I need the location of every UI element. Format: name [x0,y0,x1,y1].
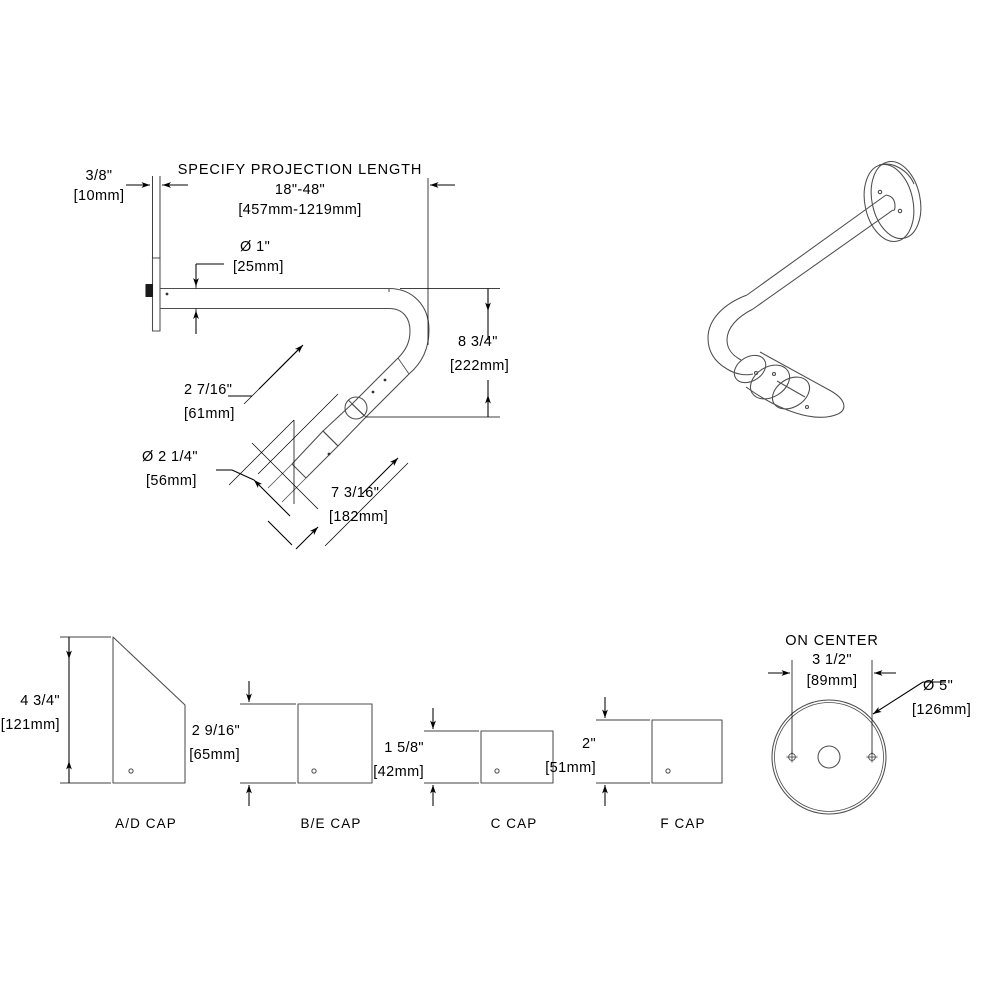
be-cap-imperial: 2 9/16" [192,723,240,739]
cap-detail-c [424,708,554,806]
c-cap-metric: [42mm] [373,764,424,780]
backplate-diameter-imperial: Ø 5" [923,678,953,694]
plate-thickness-imperial: 3/8" [86,168,113,184]
cap-detail-ad [60,636,186,784]
projection-note-line1: SPECIFY PROJECTION LENGTH [178,162,423,178]
isometric-view [707,161,922,418]
head-diameter-imperial: Ø 2 1/4" [142,449,198,465]
head-length-imperial: 7 3/16" [331,485,379,501]
ad-cap-metric: [121mm] [1,717,60,733]
cap-detail-f [596,697,723,806]
c-cap-label: C CAP [491,816,538,831]
tube-diameter-imperial: Ø 1" [240,239,270,255]
on-center-imperial: 3 1/2" [812,652,852,668]
horizontal-tube [160,287,390,310]
be-cap-label: B/E CAP [301,816,362,831]
head-extension-lines [267,463,307,503]
backplate-detail [768,660,946,815]
plate-thickness-metric: [10mm] [74,188,125,204]
backplate-diameter-metric: [126mm] [912,702,971,718]
on-center-metric: [89mm] [807,673,858,689]
head-length-metric: [182mm] [329,509,388,525]
cap-detail-be [240,681,373,806]
projection-note-line2: 18"-48" [275,182,325,198]
main-orthographic-view [126,176,500,550]
projection-note-line3: [457mm-1219mm] [238,202,361,218]
f-cap-label: F CAP [660,816,705,831]
angled-lamp-arm [351,357,410,418]
iso-elbow [707,294,754,370]
on-center-label: ON CENTER [785,633,879,649]
iso-wall-flange [863,161,922,242]
drop-height-imperial: 8 3/4" [458,334,498,350]
iso-arm [746,194,896,310]
tube-elbow [388,287,430,375]
lamp-head-body [291,403,367,479]
ad-cap-label: A/D CAP [115,816,177,831]
c-cap-imperial: 1 5/8" [384,740,424,756]
extension-lines [152,176,500,547]
drop-height-metric: [222mm] [450,358,509,374]
ad-cap-imperial: 4 3/4" [20,693,60,709]
dimension-lines [126,182,491,550]
be-cap-metric: [65mm] [189,747,240,763]
iso-lamp-head [726,351,845,418]
head-offset-metric: [61mm] [184,406,235,422]
f-cap-imperial: 2" [582,736,596,752]
head-diameter-metric: [56mm] [146,473,197,489]
tube-diameter-metric: [25mm] [233,259,284,275]
head-offset-imperial: 2 7/16" [184,382,232,398]
f-cap-metric: [51mm] [545,760,596,776]
wall-plate-edge [145,257,161,332]
